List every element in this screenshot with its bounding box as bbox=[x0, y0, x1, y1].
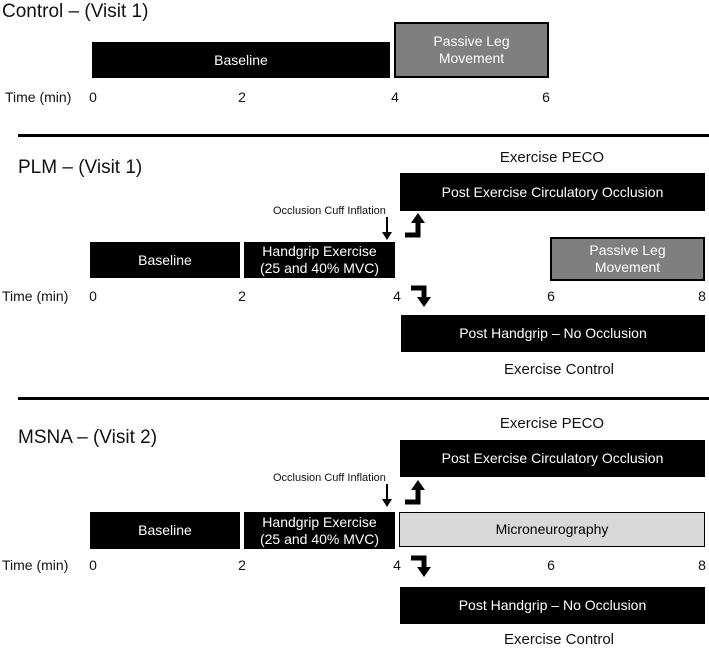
msna-peco-box: Post Exercise Circulatory Occlusion bbox=[400, 440, 705, 477]
plm-tick: 2 bbox=[238, 288, 246, 304]
plm-tick: 0 bbox=[89, 288, 97, 304]
plm-handgrip-label: Handgrip Exercise (25 and 40% MVC) bbox=[259, 243, 380, 276]
plm-exercise-control-label: Exercise Control bbox=[503, 361, 615, 378]
control-time-axis-label: Time (min) bbox=[5, 89, 72, 105]
section-divider bbox=[18, 134, 709, 137]
plm-passive-leg-movement-box: Passive Leg Movement bbox=[550, 237, 705, 281]
msna-handgrip-label: Handgrip Exercise (25 and 40% MVC) bbox=[259, 513, 380, 547]
plm-up-curve-arrow-icon bbox=[405, 213, 425, 238]
plm-passive-leg-movement-label: Passive Leg Movement bbox=[589, 242, 666, 275]
msna-tick: 6 bbox=[547, 557, 555, 573]
plm-time-axis-label: Time (min) bbox=[2, 288, 69, 304]
control-passive-leg-movement-box: Passive Leg Movement bbox=[394, 22, 549, 78]
msna-tick: 2 bbox=[238, 557, 246, 573]
control-section-title: Control – (Visit 1) bbox=[2, 1, 149, 22]
msna-microneurography-label: Microneurography bbox=[495, 521, 609, 537]
plm-peco-box-label: Post Exercise Circulatory Occlusion bbox=[441, 183, 664, 200]
control-tick: 0 bbox=[89, 89, 97, 105]
msna-down-curve-arrow-icon bbox=[411, 555, 431, 577]
plm-section-title: PLM – (Visit 1) bbox=[18, 157, 143, 178]
msna-up-curve-arrow-icon bbox=[405, 480, 425, 505]
msna-exercise-peco-label: Exercise PECO bbox=[499, 415, 605, 432]
plm-tick: 6 bbox=[547, 288, 555, 304]
control-baseline-box: Baseline bbox=[92, 42, 390, 78]
control-tick: 6 bbox=[542, 89, 550, 105]
plm-cuff-down-arrow-icon bbox=[382, 217, 392, 240]
control-tick: 4 bbox=[391, 89, 399, 105]
control-passive-leg-movement-label: Passive Leg Movement bbox=[433, 33, 510, 66]
msna-exercise-control-label: Exercise Control bbox=[503, 631, 615, 648]
msna-cuff-down-arrow-icon bbox=[382, 484, 392, 507]
plm-exercise-peco-label: Exercise PECO bbox=[499, 149, 605, 166]
msna-cuff-inflation-label: Occlusion Cuff Inflation bbox=[273, 472, 386, 484]
plm-peco-box: Post Exercise Circulatory Occlusion bbox=[400, 173, 705, 211]
plm-tick: 8 bbox=[698, 288, 706, 304]
msna-baseline-box: Baseline bbox=[90, 512, 240, 549]
plm-baseline-box: Baseline bbox=[90, 242, 240, 278]
msna-microneurography-box: Microneurography bbox=[399, 512, 705, 547]
control-tick: 2 bbox=[238, 89, 246, 105]
msna-no-occlusion-label: Post Handgrip – No Occlusion bbox=[458, 597, 647, 613]
msna-section-title: MSNA – (Visit 2) bbox=[18, 427, 158, 448]
plm-cuff-inflation-label: Occlusion Cuff Inflation bbox=[273, 205, 386, 217]
msna-handgrip-box: Handgrip Exercise (25 and 40% MVC) bbox=[244, 512, 395, 549]
plm-down-curve-arrow-icon bbox=[411, 285, 431, 307]
msna-baseline-label: Baseline bbox=[138, 522, 192, 538]
msna-peco-box-label: Post Exercise Circulatory Occlusion bbox=[441, 450, 664, 466]
plm-handgrip-box: Handgrip Exercise (25 and 40% MVC) bbox=[244, 242, 395, 278]
msna-no-occlusion-box: Post Handgrip – No Occlusion bbox=[400, 587, 705, 624]
plm-baseline-label: Baseline bbox=[138, 251, 192, 268]
msna-tick: 4 bbox=[393, 557, 401, 573]
plm-no-occlusion-label: Post Handgrip – No Occlusion bbox=[459, 325, 647, 341]
msna-time-axis-label: Time (min) bbox=[2, 557, 69, 573]
msna-tick: 8 bbox=[698, 557, 706, 573]
plm-tick: 4 bbox=[393, 288, 401, 304]
plm-no-occlusion-box: Post Handgrip – No Occlusion bbox=[401, 315, 705, 352]
control-baseline-label: Baseline bbox=[214, 51, 268, 68]
msna-tick: 0 bbox=[89, 557, 97, 573]
section-divider bbox=[18, 397, 709, 400]
